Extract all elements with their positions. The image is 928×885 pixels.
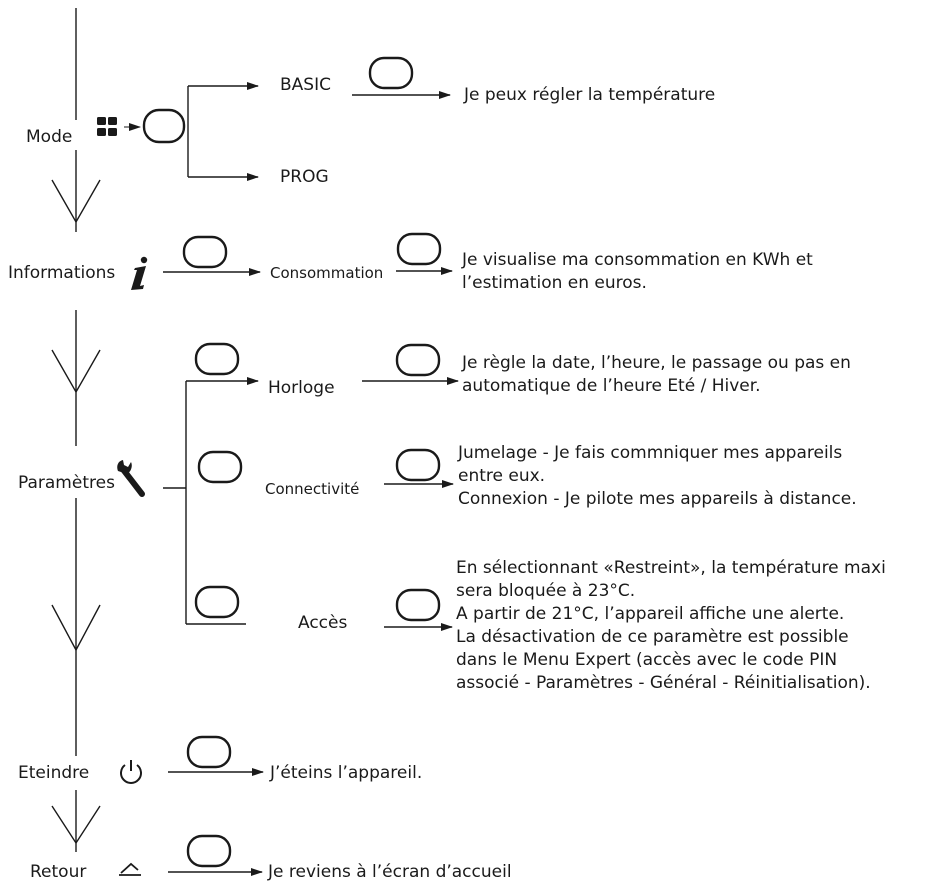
acces-entry-button-icon bbox=[194, 585, 240, 619]
flow-chevron-3 bbox=[51, 604, 101, 652]
consommation-label: Consommation bbox=[270, 264, 384, 282]
eteindre-description: J’éteins l’appareil. bbox=[270, 763, 423, 783]
return-icon bbox=[119, 862, 141, 876]
horloge-label: Horloge bbox=[268, 378, 335, 398]
horloge-entry-button-icon bbox=[194, 342, 240, 376]
mode-button-icon bbox=[142, 108, 186, 144]
eteindre-button-icon bbox=[186, 735, 232, 769]
connectivite-label: Connectivité bbox=[265, 480, 360, 498]
connectivite-entry-button-icon bbox=[197, 450, 243, 484]
flow-chevron-2 bbox=[51, 349, 101, 394]
flow-chevron-1 bbox=[51, 179, 101, 224]
basic-button-icon bbox=[368, 56, 414, 90]
consommation-button-icon bbox=[396, 232, 442, 266]
basic-label: BASIC bbox=[280, 75, 331, 95]
parametres-label: Paramètres bbox=[18, 473, 115, 493]
mode-label: Mode bbox=[26, 127, 73, 147]
power-icon bbox=[120, 760, 142, 784]
retour-label: Retour bbox=[30, 862, 87, 882]
flow-chevron-4 bbox=[51, 805, 101, 845]
horloge-button-icon bbox=[395, 343, 441, 377]
prog-label: PROG bbox=[280, 167, 329, 187]
connectivite-description: Jumelage - Je fais commniquer mes appare… bbox=[458, 443, 857, 509]
acces-description: En sélectionnant «Restreint», la tempéra… bbox=[456, 558, 886, 693]
grid-icon bbox=[97, 117, 117, 136]
consommation-description: Je visualise ma consommation en KWh et l… bbox=[462, 250, 813, 293]
wrench-icon bbox=[117, 460, 145, 497]
horloge-description: Je règle la date, l’heure, le passage ou… bbox=[462, 353, 851, 396]
basic-description: Je peux régler la température bbox=[464, 85, 716, 105]
acces-label: Accès bbox=[298, 613, 348, 633]
informations-button-icon bbox=[182, 235, 228, 269]
retour-button-icon bbox=[186, 834, 232, 868]
info-icon bbox=[131, 256, 148, 290]
acces-button-icon bbox=[395, 588, 441, 622]
retour-description: Je reviens à l’écran d’accueil bbox=[268, 862, 512, 882]
connectivite-button-icon bbox=[395, 448, 441, 482]
informations-label: Informations bbox=[8, 263, 116, 283]
eteindre-label: Eteindre bbox=[18, 763, 90, 783]
